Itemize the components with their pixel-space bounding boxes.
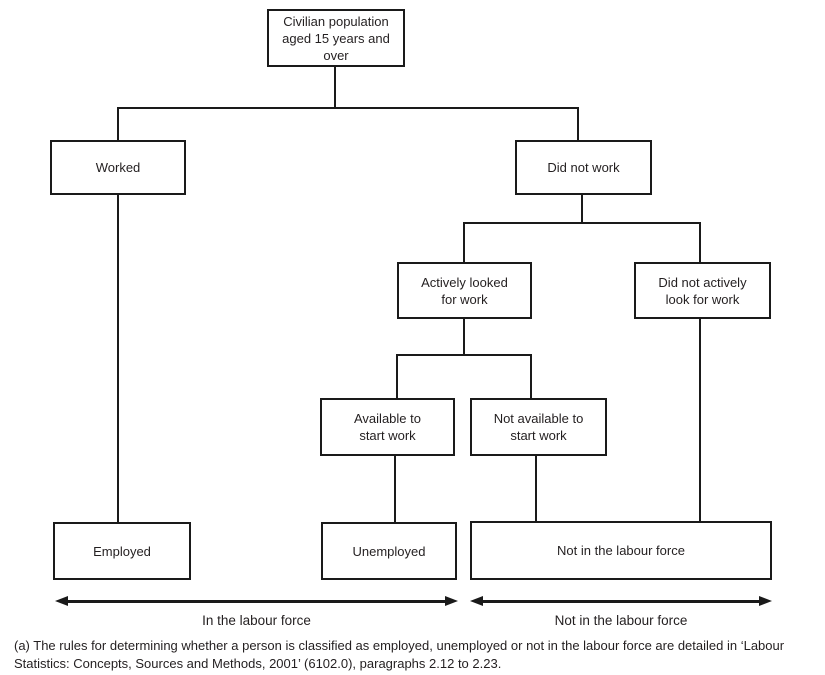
node-worked: Worked: [50, 140, 186, 195]
arrow-right-head-icon: [445, 596, 458, 606]
connector-level1-crossbar: [117, 107, 579, 109]
node-actively-looked-for-work: Actively looked for work: [397, 262, 532, 319]
connector-to-did-not-actively: [699, 222, 701, 263]
connector-did-not-work-stem: [581, 194, 583, 224]
connector-to-did-not-work: [577, 107, 579, 141]
connector-to-actively-looked: [463, 222, 465, 263]
in-labour-force-arrow: [62, 600, 452, 603]
connector-to-available: [396, 354, 398, 399]
footnote: (a) The rules for determining whether a …: [14, 638, 785, 671]
arrow-left-head-icon: [470, 596, 483, 606]
connector-level2-crossbar: [463, 222, 701, 224]
connector-civilian-stem: [334, 66, 336, 108]
node-unemployed: Unemployed: [321, 522, 457, 580]
connector-available-to-unemployed: [394, 455, 396, 523]
connector-to-not-available: [530, 354, 532, 399]
connector-to-worked: [117, 107, 119, 141]
not-in-labour-force-arrow: [477, 600, 766, 603]
connector-worked-to-employed: [117, 194, 119, 523]
connector-actively-looked-stem: [463, 318, 465, 356]
node-employed: Employed: [53, 522, 191, 580]
node-not-in-labour-force: Not in the labour force: [470, 521, 772, 580]
not-in-labour-force-label: Not in the labour force: [554, 613, 688, 628]
connector-did-not-actively-to-nilf: [699, 318, 701, 522]
arrow-left-head-icon: [55, 596, 68, 606]
node-not-available-to-start-work: Not available to start work: [470, 398, 607, 456]
node-available-to-start-work: Available to start work: [320, 398, 455, 456]
arrow-right-head-icon: [759, 596, 772, 606]
node-did-not-actively-look-for-work: Did not actively look for work: [634, 262, 771, 319]
connector-not-available-to-nilf: [535, 455, 537, 522]
node-civilian-population: Civilian population aged 15 years and ov…: [267, 9, 405, 67]
node-did-not-work: Did not work: [515, 140, 652, 195]
connector-level3-crossbar: [396, 354, 532, 356]
in-labour-force-label: In the labour force: [202, 613, 311, 628]
